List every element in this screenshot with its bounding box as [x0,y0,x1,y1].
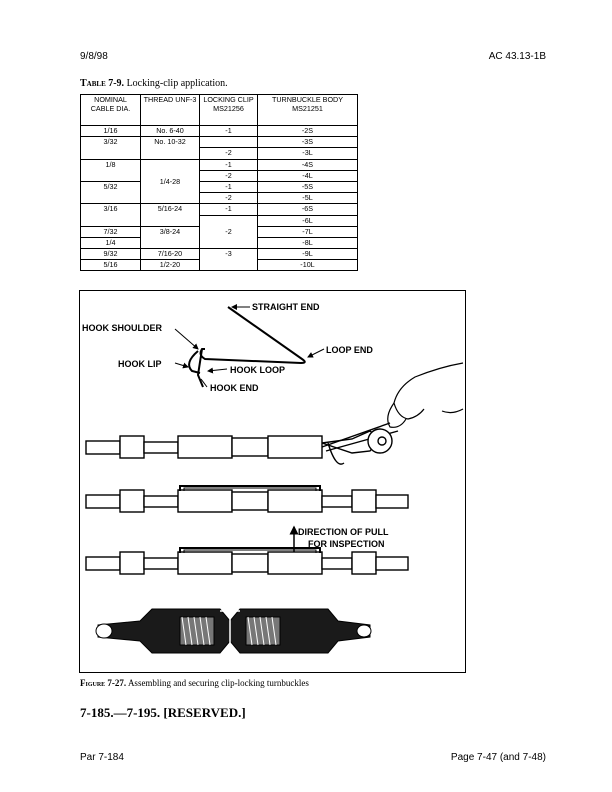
table-cell: -1 [199,124,258,138]
table-cell: -5L [257,192,358,205]
table-cell: No. 6-40 [140,124,200,138]
figure-turnbuckle-illustration: STRAIGHT END HOOK SHOULDER LOOP END HOOK… [79,290,466,673]
turnbuckle-step-2 [85,485,409,513]
table-cell: -5S [257,180,358,194]
label-straight-end: STRAIGHT END [252,302,320,312]
table-cell: -6S [257,203,358,216]
table-row: 1/4 -8L [80,236,358,250]
table-cell: -3L [257,147,358,160]
table-row: 5/16 1/2-20 -10L [80,259,358,272]
table-cell: -3 [199,248,258,272]
figure-caption-label: Figure 7-27. [80,678,127,688]
turnbuckle-secured-detail [95,608,372,654]
column-header-thread: THREAD UNF-3 [140,94,200,126]
table-cell: 1/4 [80,236,141,250]
table-caption: Table 7-9. Locking-clip application. [80,78,228,89]
label-hook-shoulder: HOOK SHOULDER [82,323,163,333]
label-for-inspection: FOR INSPECTION [308,539,385,549]
column-header-turnbuckle-body: TURNBUCKLE BODY MS21251 [257,94,358,126]
label-hook-end: HOOK END [210,383,259,393]
table-cell: 3/32 [80,136,141,160]
table-row: 1/16 No. 6-40 -1 -2S [80,124,358,138]
turnbuckle-step-3 [85,547,409,575]
table-row: -2 -5L [81,192,358,205]
turnbuckle-step-1 [85,422,399,465]
table-caption-title: Locking-clip application. [126,78,228,89]
table-cell: No. 10-32 [140,136,200,160]
locking-clip-table: NOMINAL CABLE DIA. THREAD UNF-3 LOCKING … [80,94,358,272]
table-cell: -2 [199,192,258,205]
table-cell: -2 [199,147,258,160]
label-leaders [174,304,325,388]
footer-paragraph: Par 7-184 [80,752,124,763]
table-cell: -4S [257,158,358,171]
column-header-cable-dia: NOMINAL CABLE DIA. [80,94,141,126]
table-cell: -2 [199,214,258,250]
table-cell: -3S [257,136,358,149]
table-cell: 7/16-20 [140,248,200,261]
table-cell: -1 [199,203,258,216]
label-hook-loop: HOOK LOOP [230,365,285,375]
label-direction-of-pull: DIRECTION OF PULL [298,527,389,537]
table-cell: -7L [257,225,358,238]
table-cell: 3/8-24 [140,225,200,250]
figure-caption-text: Assembling and securing clip-locking tur… [127,678,309,688]
locking-clip-diagram [188,306,306,388]
table-row: 1/8 1/4-28 -1 -4S [80,158,358,205]
table-cell: -2 [199,169,258,182]
column-header-locking-clip: LOCKING CLIP MS21256 [199,94,258,126]
figure-caption: Figure 7-27. Assembling and securing cli… [80,678,309,688]
table-caption-label: Table 7-9. [80,78,125,89]
table-cell: 5/16 [80,259,141,272]
footer-page-number: Page 7-47 (and 7-48) [450,752,546,763]
table-cell: 3/16 [80,203,141,227]
table-cell: 5/16-24 [140,203,200,227]
table-cell: -4L [257,169,358,182]
table-row: 9/32 7/16-20 -3 -9L [80,248,358,272]
header-doc-id: AC 43.13-1B [488,51,546,62]
turnbuckle-drawing: STRAIGHT END HOOK SHOULDER LOOP END HOOK… [82,302,464,654]
table-cell: 1/16 [80,124,141,138]
table-cell: 9/32 [80,248,141,261]
table-cell: -10L [257,259,358,272]
table-cell: -1 [199,180,258,194]
table-cell: -8L [257,236,358,250]
table-row: 3/16 5/16-24 -1 -6S [80,203,358,227]
table-row: -2 -3L [81,147,358,160]
table-cell: 1/2-20 [140,259,200,272]
table-cell: -2S [257,124,358,138]
label-loop-end: LOOP END [326,345,373,355]
table-row: 5/32 -1 -5S [80,180,358,205]
table-row: 3/32 No. 10-32 -3S [80,136,358,160]
label-hook-lip: HOOK LIP [118,359,162,369]
table-cell: 7/32 [80,225,141,238]
table-cell: 1/4-28 [140,158,200,205]
table-cell: 5/32 [80,180,141,205]
header-date: 9/8/98 [80,51,108,62]
table-header-row: NOMINAL CABLE DIA. THREAD UNF-3 LOCKING … [80,94,358,126]
table-row: 7/32 3/8-24 -7L [80,225,358,250]
table-cell [199,136,258,149]
hand-illustration [387,362,464,428]
table-cell: -6L [257,214,358,227]
table-cell: -9L [257,248,358,261]
table-row: -2 -4L [81,169,358,182]
section-heading: 7-185.—7-195. [RESERVED.] [80,705,246,720]
table-cell: 1/8 [80,158,141,182]
table-cell: -1 [199,158,258,171]
table-row: -2 -6L [81,214,358,250]
